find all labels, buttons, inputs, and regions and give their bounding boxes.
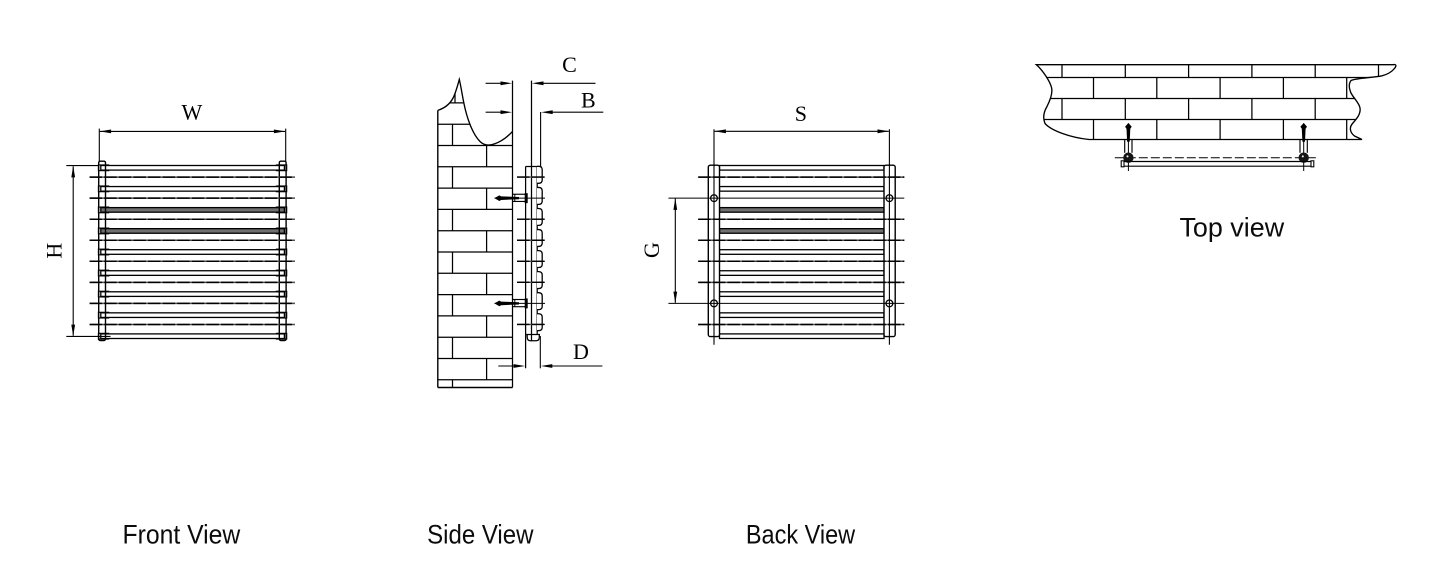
svg-text:Back View: Back View bbox=[746, 519, 856, 549]
svg-text:G: G bbox=[639, 242, 664, 258]
svg-text:Side View: Side View bbox=[427, 519, 534, 549]
svg-text:C: C bbox=[562, 52, 577, 77]
svg-text:W: W bbox=[182, 100, 203, 125]
svg-text:H: H bbox=[41, 243, 66, 259]
svg-text:Front View: Front View bbox=[122, 519, 240, 549]
svg-text:Top view: Top view bbox=[1179, 213, 1284, 243]
svg-text:B: B bbox=[581, 87, 596, 112]
svg-text:D: D bbox=[573, 339, 589, 364]
svg-text:S: S bbox=[795, 101, 807, 126]
